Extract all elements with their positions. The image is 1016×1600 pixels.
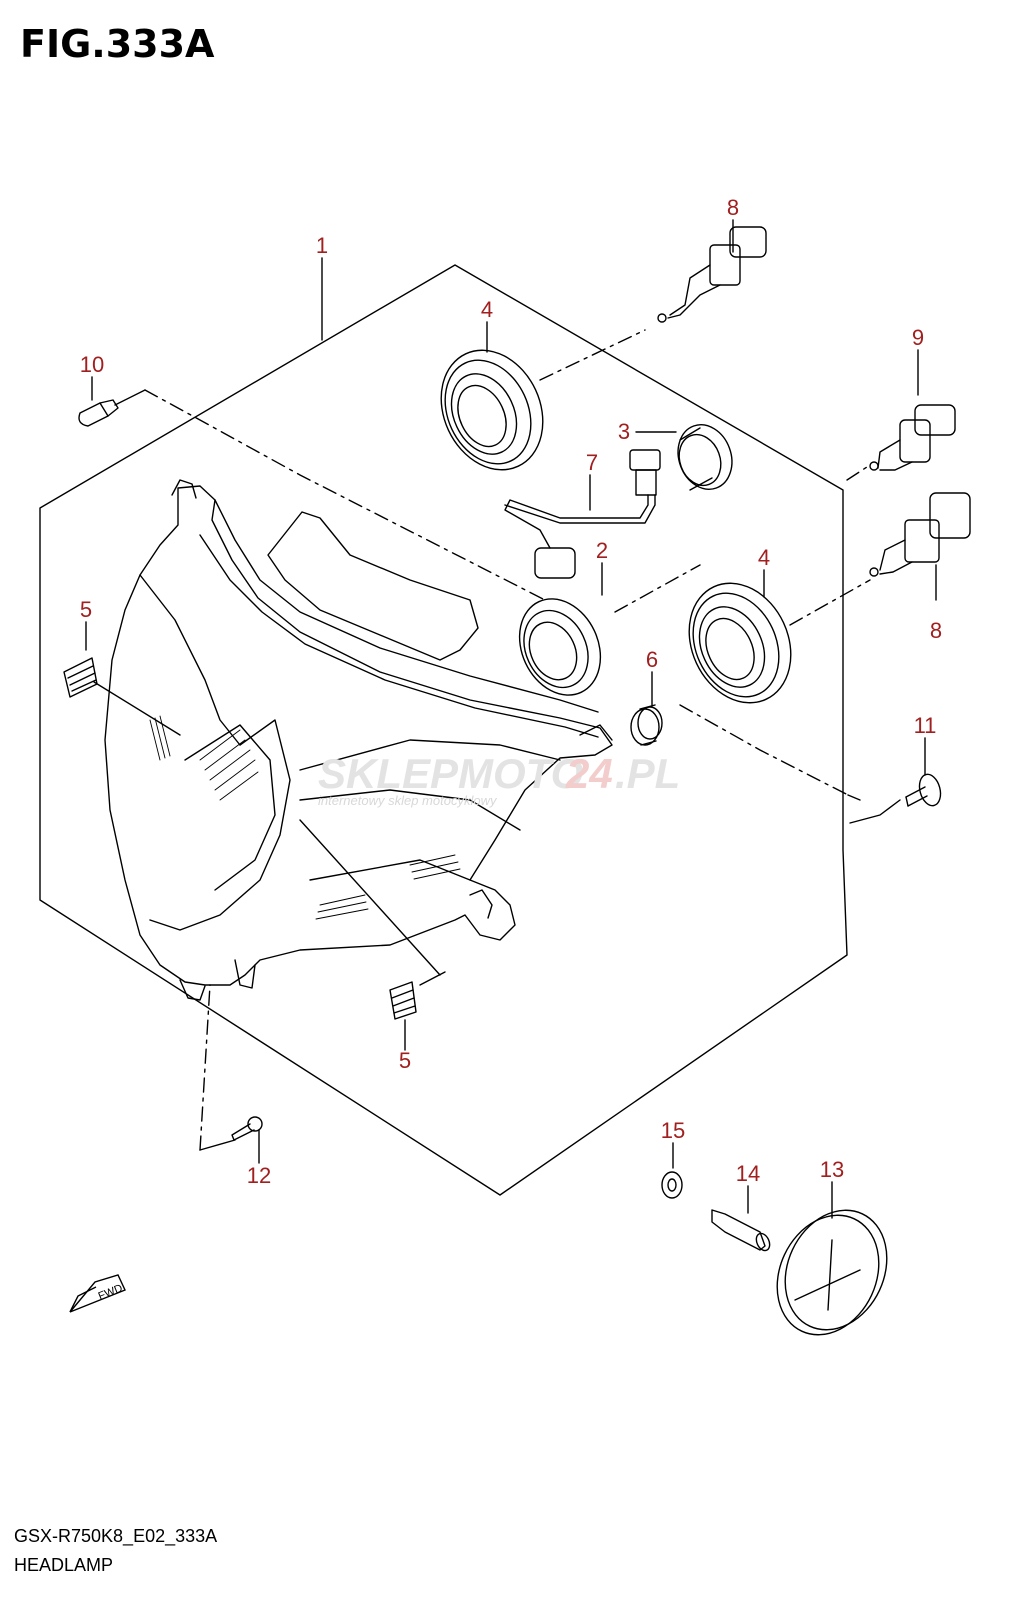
callout-5-bottom: 5 (399, 1048, 411, 1073)
callout-8-upper: 8 (727, 195, 739, 220)
part-14-spacer (711, 1209, 771, 1252)
fwd-label: FWD (97, 1282, 125, 1303)
watermark-brand-c: .PL (615, 750, 680, 797)
callout-4-upper: 4 (481, 297, 493, 322)
callout-6: 6 (646, 647, 658, 672)
part-9-bulb (869, 404, 956, 471)
assembly-frame (39, 264, 848, 1196)
callout-13: 13 (820, 1157, 844, 1182)
callout-7: 7 (586, 450, 598, 475)
part-5-pad-left (63, 657, 98, 698)
footer-diagram-code: GSX-R750K8_E02_333A (14, 1526, 218, 1546)
watermark-brand-a: SKLEPMOTO (318, 750, 583, 797)
watermark-brand-b: 24 (565, 750, 613, 797)
callout-9: 9 (912, 325, 924, 350)
part-4-ring-upper (440, 349, 544, 471)
callout-11: 11 (914, 713, 937, 738)
part-5-pad-bottom (389, 981, 417, 1020)
callout-12: 12 (247, 1163, 271, 1188)
callout-2: 2 (596, 538, 608, 563)
callout-4-lower: 4 (758, 545, 770, 570)
headlamp-housing (104, 479, 613, 1001)
footer-diagram-name: HEADLAMP (14, 1555, 114, 1575)
part-6-rubber (630, 704, 663, 746)
part-13-cover (776, 1209, 888, 1336)
part-15-washer (661, 1171, 683, 1199)
callout-8-lower: 8 (930, 618, 942, 643)
callout-1: 1 (316, 233, 328, 258)
callout-5-left: 5 (80, 597, 92, 622)
figure-title: FIG.333A (20, 22, 215, 66)
part-8-bulb-upper (657, 226, 767, 323)
part-7-wiring (504, 449, 661, 579)
callout-3: 3 (618, 419, 630, 444)
watermark-tagline: internetowy sklep motocyklowy (318, 793, 498, 808)
part-10-small-bulb (78, 399, 119, 427)
fwd-arrow (69, 1274, 126, 1313)
callout-14: 14 (736, 1161, 760, 1186)
part-11-screw (905, 773, 942, 807)
callout-15: 15 (661, 1118, 685, 1143)
part-2-cap (518, 598, 602, 696)
part-4-ring-lower (688, 582, 792, 704)
part-12-screw (231, 1116, 263, 1141)
part-3-grommet (677, 424, 733, 491)
callout-10: 10 (80, 352, 104, 377)
watermark: SKLEPMOTO 24 .PL internetowy sklep motoc… (318, 750, 680, 808)
callout-labels: 1 2 3 4 4 5 5 6 7 8 8 9 10 11 12 13 14 1… (80, 195, 942, 1188)
part-8-bulb-lower (869, 492, 971, 577)
